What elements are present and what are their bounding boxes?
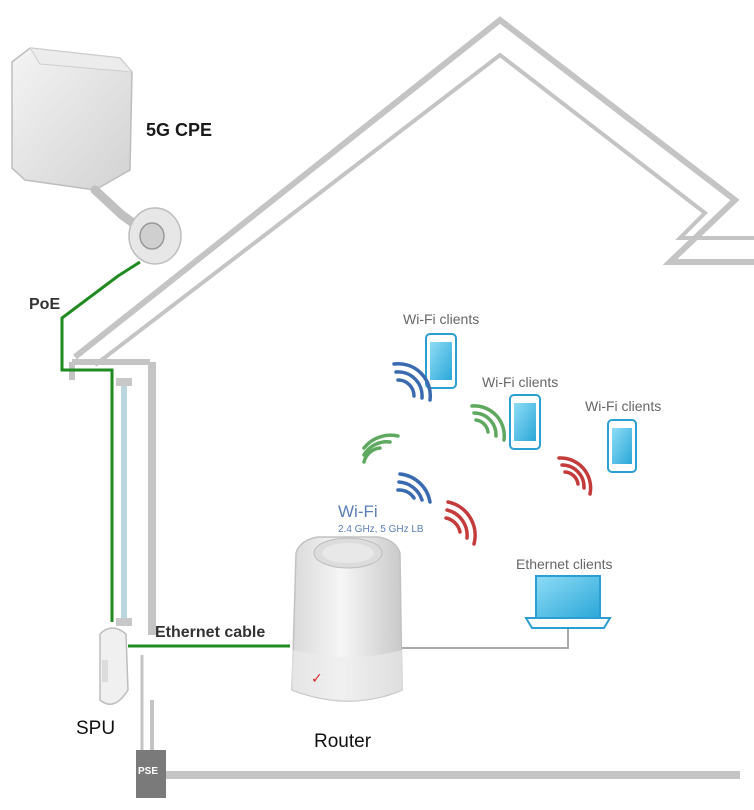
ethernet-cable-label: Ethernet cable — [155, 624, 266, 641]
wifi-wave-icon — [392, 361, 433, 402]
ethernet-clients-label: Ethernet clients — [516, 556, 613, 572]
wifi-clients-label-2: Wi-Fi clients — [482, 374, 559, 390]
conduit-cap-top — [116, 378, 132, 386]
pse-icon — [136, 750, 166, 798]
wifi-label: Wi-Fi — [338, 502, 378, 521]
wifi-clients-label-1: Wi-Fi clients — [403, 311, 480, 327]
wifi-wave-icon — [470, 404, 507, 442]
poe-cable — [60, 260, 141, 622]
svg-text:✓: ✓ — [311, 671, 323, 687]
spu-label: SPU — [76, 718, 116, 739]
wifi-wave-icon — [396, 472, 432, 504]
laptop-icon — [524, 575, 612, 629]
wifi-bands-label: 2.4 GHz, 5 GHz LB — [338, 524, 424, 535]
spu-icon — [99, 627, 129, 705]
5g-cpe-icon — [11, 47, 182, 265]
cpe-label: 5G CPE — [146, 120, 213, 140]
poe-label: PoE — [29, 296, 61, 313]
floor — [140, 655, 740, 779]
house-outline — [69, 16, 754, 635]
phone-icon — [607, 419, 637, 473]
wifi-wave-icon — [444, 500, 477, 546]
router-label: Router — [314, 731, 372, 752]
phone-icon — [425, 333, 457, 389]
wifi-clients-label-3: Wi-Fi clients — [585, 398, 662, 414]
wifi-wave-icon — [362, 433, 400, 464]
phone-icon — [509, 394, 541, 450]
wifi-wave-icon — [557, 456, 593, 496]
router-icon: ✓ — [291, 536, 403, 702]
laptop-cable — [400, 628, 569, 649]
pse-label: PSE — [138, 766, 159, 777]
conduit-cap-bottom — [116, 618, 132, 626]
